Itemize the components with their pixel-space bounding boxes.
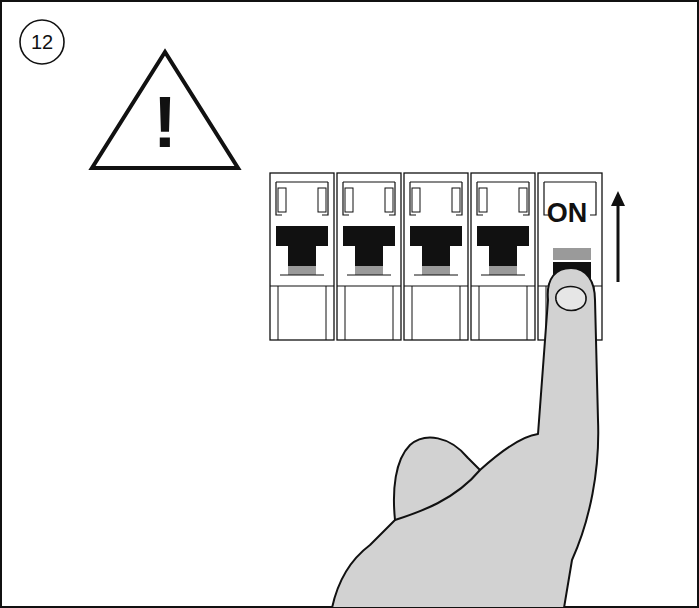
- breaker-guide: [343, 182, 349, 215]
- hand: [332, 268, 598, 608]
- warning-mark: !: [153, 86, 177, 158]
- callout-number: 12: [31, 32, 53, 52]
- toggle-rail: [280, 275, 324, 276]
- breaker-body: [404, 173, 468, 340]
- step-circle: [20, 20, 64, 64]
- toggle-rail: [414, 275, 458, 276]
- breaker-slot: [318, 188, 326, 212]
- breaker-divider: [471, 285, 535, 286]
- breaker-edge: [412, 286, 413, 340]
- breaker-edge: [345, 286, 346, 340]
- breaker-cap: [544, 181, 596, 182]
- breaker-body: [270, 173, 334, 340]
- breaker-toggle: [477, 226, 529, 266]
- breaker-guide: [456, 182, 462, 215]
- finger-fold: [395, 470, 480, 520]
- breaker-toggle: [276, 226, 328, 266]
- breaker-edge: [326, 286, 327, 340]
- breaker-toggle: [410, 226, 462, 266]
- breaker-divider: [270, 285, 334, 286]
- breaker-edge: [460, 286, 461, 340]
- breaker-edge: [527, 286, 528, 340]
- on-handle-band: [553, 248, 591, 260]
- toggle-band: [288, 266, 316, 275]
- breaker-cap: [477, 181, 529, 182]
- breaker-guide: [410, 182, 416, 215]
- breaker-slot: [479, 188, 487, 212]
- fingernail: [556, 287, 586, 311]
- breaker-body: [471, 173, 535, 340]
- breaker-guide: [389, 182, 395, 215]
- breaker-cap: [276, 181, 328, 182]
- toggle-rail: [481, 275, 525, 276]
- breaker-guide: [590, 182, 596, 215]
- breaker-guide: [523, 182, 529, 215]
- breaker-edge: [278, 286, 279, 340]
- breaker-guide: [477, 182, 483, 215]
- up-arrow-head: [611, 191, 625, 206]
- breaker-toggle: [343, 226, 395, 266]
- breaker-slot: [412, 188, 420, 212]
- breaker-body: [337, 173, 401, 340]
- up-arrow: [617, 202, 620, 282]
- breaker-slot: [385, 188, 393, 212]
- breaker-slot: [452, 188, 460, 212]
- breaker-slot: [345, 188, 353, 212]
- warning-triangle: [92, 52, 238, 168]
- toggle-rail: [347, 275, 391, 276]
- breaker-divider: [337, 285, 401, 286]
- breaker-cap: [343, 181, 395, 182]
- breaker-guide: [276, 182, 282, 215]
- breaker-divider: [404, 285, 468, 286]
- toggle-band: [422, 266, 450, 275]
- breaker-edge: [479, 286, 480, 340]
- toggle-band: [489, 266, 517, 275]
- breaker-edge: [393, 286, 394, 340]
- toggle-band: [355, 266, 383, 275]
- breaker-slot: [278, 188, 286, 212]
- breaker-cap: [410, 181, 462, 182]
- breaker-guide: [322, 182, 328, 215]
- breaker-slot: [519, 188, 527, 212]
- switch-label: ON: [547, 200, 588, 227]
